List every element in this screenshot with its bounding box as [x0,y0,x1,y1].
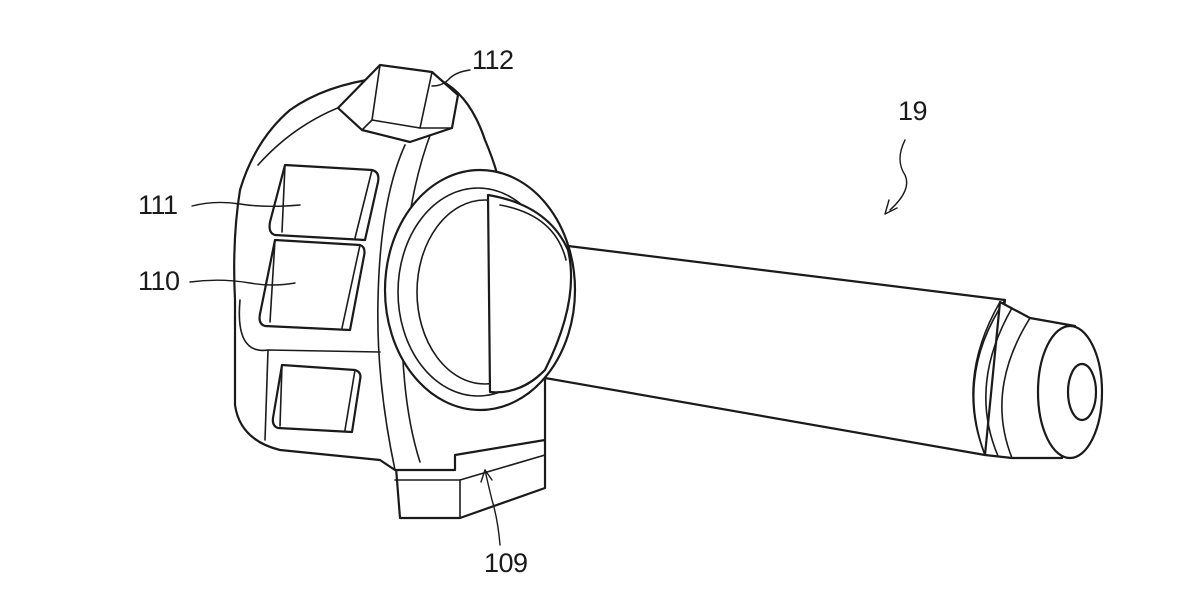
lower-switch [271,363,362,434]
grip-tube [543,243,1007,457]
label-110: 110 [138,266,180,296]
leader-110 [189,279,296,286]
leader-112 [431,69,471,87]
arrow-109 [480,469,493,483]
switch-111 [268,163,380,242]
arrow-19 [884,199,898,215]
label-19: 19 [898,96,928,126]
label-112: 112 [472,45,514,75]
label-111: 111 [138,190,178,220]
leader-111 [191,201,301,207]
grip-end-cap [972,300,1104,460]
switch-110 [258,238,366,332]
leader-lines [189,69,908,546]
switch-112 [336,63,460,144]
label-109: 109 [484,548,528,578]
leader-109 [484,469,501,546]
throttle-collar [383,168,577,412]
leader-19 [889,139,908,211]
